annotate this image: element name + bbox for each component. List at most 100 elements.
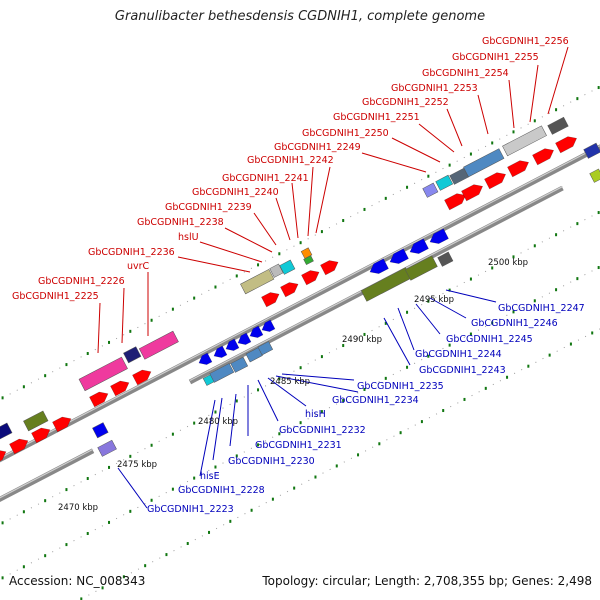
tick-dot [576,97,579,101]
tick-dot [186,542,189,546]
reverse-gene-box [92,422,109,439]
tick-dot [171,307,174,311]
tick-dot [384,376,387,380]
reverse-gene-label: GbCGDNIH1_2245 [446,334,533,345]
tick-dot [235,399,238,403]
forward-gene-arrow [0,449,7,466]
label-leader-line [383,317,411,366]
forward-gene-label: GbCGDNIH1_2256 [482,36,569,47]
reverse-gene-box [404,255,438,281]
forward-gene-label: GbCGDNIH1_2254 [422,68,509,79]
tick-dot [44,554,47,558]
reverse-gene-box [437,251,454,267]
tick-dot [129,509,132,513]
reverse-gene-label: GbCGDNIH1_2228 [178,485,265,496]
tick-dot [576,222,579,226]
forward-gene-arrow [9,438,29,455]
forward-gene-arrow [532,148,554,166]
tick-dot [193,296,196,300]
forward-gene-arrow-body [301,270,320,286]
tick-dot [469,152,472,156]
forward-gene-label: GbCGDNIH1_2253 [391,83,478,94]
tick-dot [335,464,338,468]
forward-gene-arrow [52,416,72,433]
forward-gene-arrow [484,172,506,190]
scale-label: 2495 kbp [414,295,454,305]
reverse-gene-box-body [97,439,117,457]
reverse-gene-arrow [261,319,276,332]
tick-dot [378,442,381,446]
reverse-gene-arrow [237,332,252,345]
tick-dot [406,310,409,314]
forward-gene-arrow [89,391,109,408]
label-leader-line [391,137,441,163]
tick-dot [320,355,323,359]
tick-dot [357,453,360,457]
gene-box-darkgrey [547,116,569,135]
reverse-gene-label: GbCGDNIH1_2232 [279,425,366,436]
reverse-gene-box [97,439,117,457]
tick-dot [214,285,217,289]
reverse-gene-arrow [249,325,264,338]
scale-label: 2480 kbp [198,417,238,427]
gene-box-lightgrey-body [502,125,547,157]
label-leader-line [97,302,101,354]
tick-dot [250,508,253,512]
reverse-gene-box [230,356,249,373]
forward-gene-arrow [461,184,483,202]
tick-dot [406,365,409,369]
gene-box-cyan [435,174,454,191]
forward-gene-label: GbCGDNIH1_2241 [222,173,309,184]
reverse-gene-label: hisE [200,471,220,482]
tick-dot [150,498,153,502]
forward-gene-arrow-body [484,172,506,190]
tick-dot [1,396,4,400]
forward-gene-label: GbCGDNIH1_2236 [88,247,175,258]
backbone-lower-left [0,448,95,502]
gene-box-lime-body [589,168,600,183]
tick-dot [406,185,409,189]
tick-dot [235,274,238,278]
tick-dot [384,321,387,325]
gene-box-lavender [422,182,439,198]
forward-gene-label: GbCGDNIH1_2225 [12,291,99,302]
reverse-gene-arrow [213,345,228,358]
scale-label: 2470 kbp [58,503,98,513]
forward-gene-arrow-body [280,282,299,298]
tick-dot [320,410,323,414]
label-leader-line [445,289,497,303]
reverse-gene-box-body [437,251,454,267]
tick-dot [1,576,4,580]
tick-dot [65,488,68,492]
tick-dot [22,510,25,514]
label-leader-line [199,241,263,263]
forward-gene-label: GbCGDNIH1_2252 [362,97,449,108]
tick-dot [214,465,217,469]
tick-dot [299,366,302,370]
tick-dot [597,86,600,90]
reverse-gene-label: GbCGDNIH1_2231 [255,440,342,451]
label-leader-line [275,197,291,241]
backbone-upper [0,144,600,463]
tick-dot [257,388,260,392]
forward-gene-label: GbCGDNIH1_2226 [38,276,125,287]
forward-gene-arrow-body [507,160,529,178]
reverse-gene-label: GbCGDNIH1_2247 [498,303,585,314]
gene-box-steelblue [463,148,505,178]
tick-dot [506,375,509,379]
tick-dot [591,331,594,335]
tick-dot [129,329,132,333]
forward-gene-arrow-body [52,416,72,433]
forward-gene-label: GbCGDNIH1_2251 [333,112,420,123]
forward-gene-arrow [132,369,152,386]
reverse-gene-arrow-body [429,228,449,244]
tick-dot [597,266,600,270]
reverse-gene-arrow [198,352,213,365]
reverse-gene-box-body [209,363,235,383]
reverse-gene-arrow [389,248,409,264]
tick-dot [533,244,536,248]
gene-box-navy [123,346,142,364]
label-leader-line [547,46,569,115]
label-leader-line [224,227,273,253]
tick-dot [363,207,366,211]
